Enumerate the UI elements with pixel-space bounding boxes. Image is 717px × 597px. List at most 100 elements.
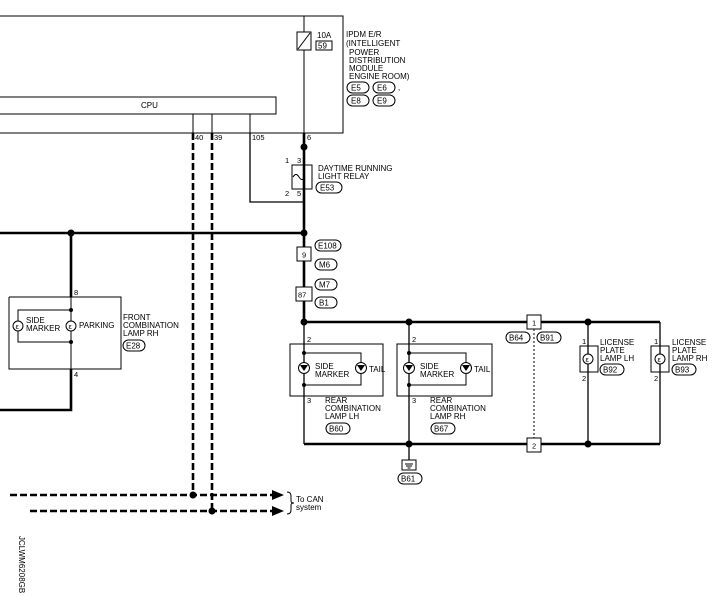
- bulb-glyph: ε: [658, 355, 662, 364]
- rear-lh-pin-2: 2: [307, 335, 311, 344]
- rear-rh-side-1: SIDE: [420, 362, 439, 371]
- rear-rh-box: [396, 343, 493, 397]
- ipdm-box: [0, 15, 344, 134]
- front-pin-8: 8: [74, 288, 78, 297]
- license-rh-pin-2: 2: [654, 374, 658, 383]
- ipdm-title-5: MODULE: [349, 64, 383, 73]
- conn-badge-e5: [346, 81, 370, 94]
- can-arrow-icon: [272, 506, 284, 516]
- ipdm-pin-6: 6: [307, 133, 311, 142]
- front-name-1: FRONT: [123, 313, 151, 322]
- conn-separator: ,: [398, 83, 400, 92]
- rear-rh-tail: TAIL: [474, 365, 491, 374]
- joint-pin-9: 9: [302, 251, 306, 260]
- ipdm-title-6: ENGINE ROOM): [349, 72, 410, 81]
- can-arrow-icon: [272, 490, 284, 500]
- license-rh-pin-1: 1: [654, 337, 658, 346]
- conn-m7: M7: [319, 281, 331, 290]
- license-rh-name-3: LAMP RH: [672, 354, 708, 363]
- relay-pin-2: 2: [285, 189, 289, 198]
- ipdm-title-1: IPDM E/R: [346, 30, 382, 39]
- rear-rh-pin-3: 3: [412, 396, 416, 405]
- ipdm-pin-40: 40: [195, 133, 203, 142]
- relay-box: [291, 164, 313, 190]
- conn-badge-e8: [346, 94, 370, 107]
- harness-connector: 1 2 B64 B91: [505, 314, 562, 453]
- relay-pin-5: 5: [297, 189, 301, 198]
- bulb-glyph: ε: [16, 322, 20, 331]
- daytime-running-light-relay: 1 2 3 5 DAYTIME RUNNING LIGHT RELAY E53: [249, 133, 393, 233]
- license-plate-lamp-lh: ε 1 2 LICENSE PLATE LAMP LH B92: [579, 322, 634, 444]
- harness-pin-1: 1: [532, 319, 536, 328]
- conn-b91: B91: [540, 334, 555, 343]
- front-name-3: LAMP RH: [123, 329, 159, 338]
- license-lh-pin-2: 2: [582, 374, 586, 383]
- conn-e9: E9: [377, 97, 387, 106]
- ipdm-pin-105: 105: [252, 133, 265, 142]
- rear-lh-side-2: MARKER: [315, 370, 349, 379]
- conn-b67: B67: [434, 425, 449, 434]
- fuse-number: 59: [318, 42, 327, 51]
- can-label-1: To CAN: [296, 495, 324, 504]
- front-pin-4: 4: [74, 370, 78, 379]
- rear-rh-name-3: LAMP RH: [430, 412, 466, 421]
- front-name-2: COMBINATION: [123, 321, 179, 330]
- conn-b1: B1: [319, 299, 329, 308]
- rear-lh-name-2: COMBINATION: [325, 404, 381, 413]
- license-plate-lamp-rh: ε 1 2 LICENSE PLATE LAMP RH B93: [650, 322, 708, 444]
- front-side-marker-2: MARKER: [26, 324, 60, 333]
- ipdm-pin-39: 39: [214, 133, 222, 142]
- conn-e53: E53: [320, 184, 335, 193]
- rear-rh-side-2: MARKER: [420, 370, 454, 379]
- license-lh-bulb-icon: [582, 353, 594, 365]
- front-parking-label: PARKING: [79, 321, 114, 330]
- conn-b64: B64: [509, 334, 524, 343]
- conn-e8: E8: [351, 97, 361, 106]
- license-rh-name-2: PLATE: [672, 346, 697, 355]
- ground-point: B61: [397, 444, 423, 485]
- relay-pin-1: 1: [285, 156, 289, 165]
- can-communication-lines: To CAN system: [10, 133, 324, 516]
- rear-lh-side-1: SIDE: [315, 362, 334, 371]
- conn-m6: M6: [319, 261, 331, 270]
- joint-connectors: 9 E108 M6 87 M7 B1: [295, 239, 342, 309]
- ipdm-title-3: POWER: [349, 48, 379, 57]
- bulb-glyph: ε: [586, 355, 590, 364]
- conn-badge-e53: [315, 181, 343, 194]
- license-lh-pin-1: 1: [582, 337, 586, 346]
- license-lh-name-2: PLATE: [600, 346, 625, 355]
- cpu-box: [0, 96, 277, 115]
- rear-lh-name-1: REAR: [325, 396, 347, 405]
- conn-b93: B93: [675, 366, 690, 375]
- rear-lh-pin-3: 3: [307, 396, 311, 405]
- harness-pin-2: 2: [532, 442, 536, 451]
- bulb-glyph: ε: [69, 322, 73, 331]
- front-lamp-box: [8, 296, 122, 370]
- relay-name-1: DAYTIME RUNNING: [318, 164, 393, 173]
- cpu-label: CPU: [141, 101, 158, 110]
- front-combination-lamp-rh: 8 4 ε ε SIDE MARKER PARKING FRONT COMBIN…: [0, 233, 179, 412]
- conn-b92: B92: [603, 366, 618, 375]
- conn-e5: E5: [351, 84, 361, 93]
- ipdm-module: 10A 59 IPDM E/R (INTELLIGENT POWER DISTR…: [0, 15, 410, 142]
- conn-b60: B60: [329, 425, 344, 434]
- license-rh-bulb-icon: [654, 353, 666, 365]
- rear-combination-lamp-rh: 2 3 SIDE MARKER TAIL REAR COMBINATION LA…: [396, 322, 493, 444]
- side-marker-bulb-icon: [12, 320, 24, 332]
- rear-rh-pin-2: 2: [412, 335, 416, 344]
- license-lh-name-1: LICENSE: [600, 338, 634, 347]
- conn-e108: E108: [318, 242, 337, 251]
- joint-pin-87: 87: [298, 291, 306, 300]
- ipdm-title-2: (INTELLIGENT: [346, 39, 400, 48]
- relay-pin-3: 3: [297, 156, 301, 165]
- figure-id: JCLWM6208GB: [17, 536, 26, 593]
- rear-lh-box: [289, 343, 384, 397]
- conn-b61: B61: [401, 475, 416, 484]
- conn-badge-e9: [372, 94, 396, 107]
- rear-lh-name-3: LAMP LH: [325, 412, 359, 421]
- conn-badge-e6: [372, 81, 396, 94]
- license-lh-name-3: LAMP LH: [600, 354, 634, 363]
- fuse-amp: 10A: [317, 31, 332, 40]
- conn-e28: E28: [126, 342, 141, 351]
